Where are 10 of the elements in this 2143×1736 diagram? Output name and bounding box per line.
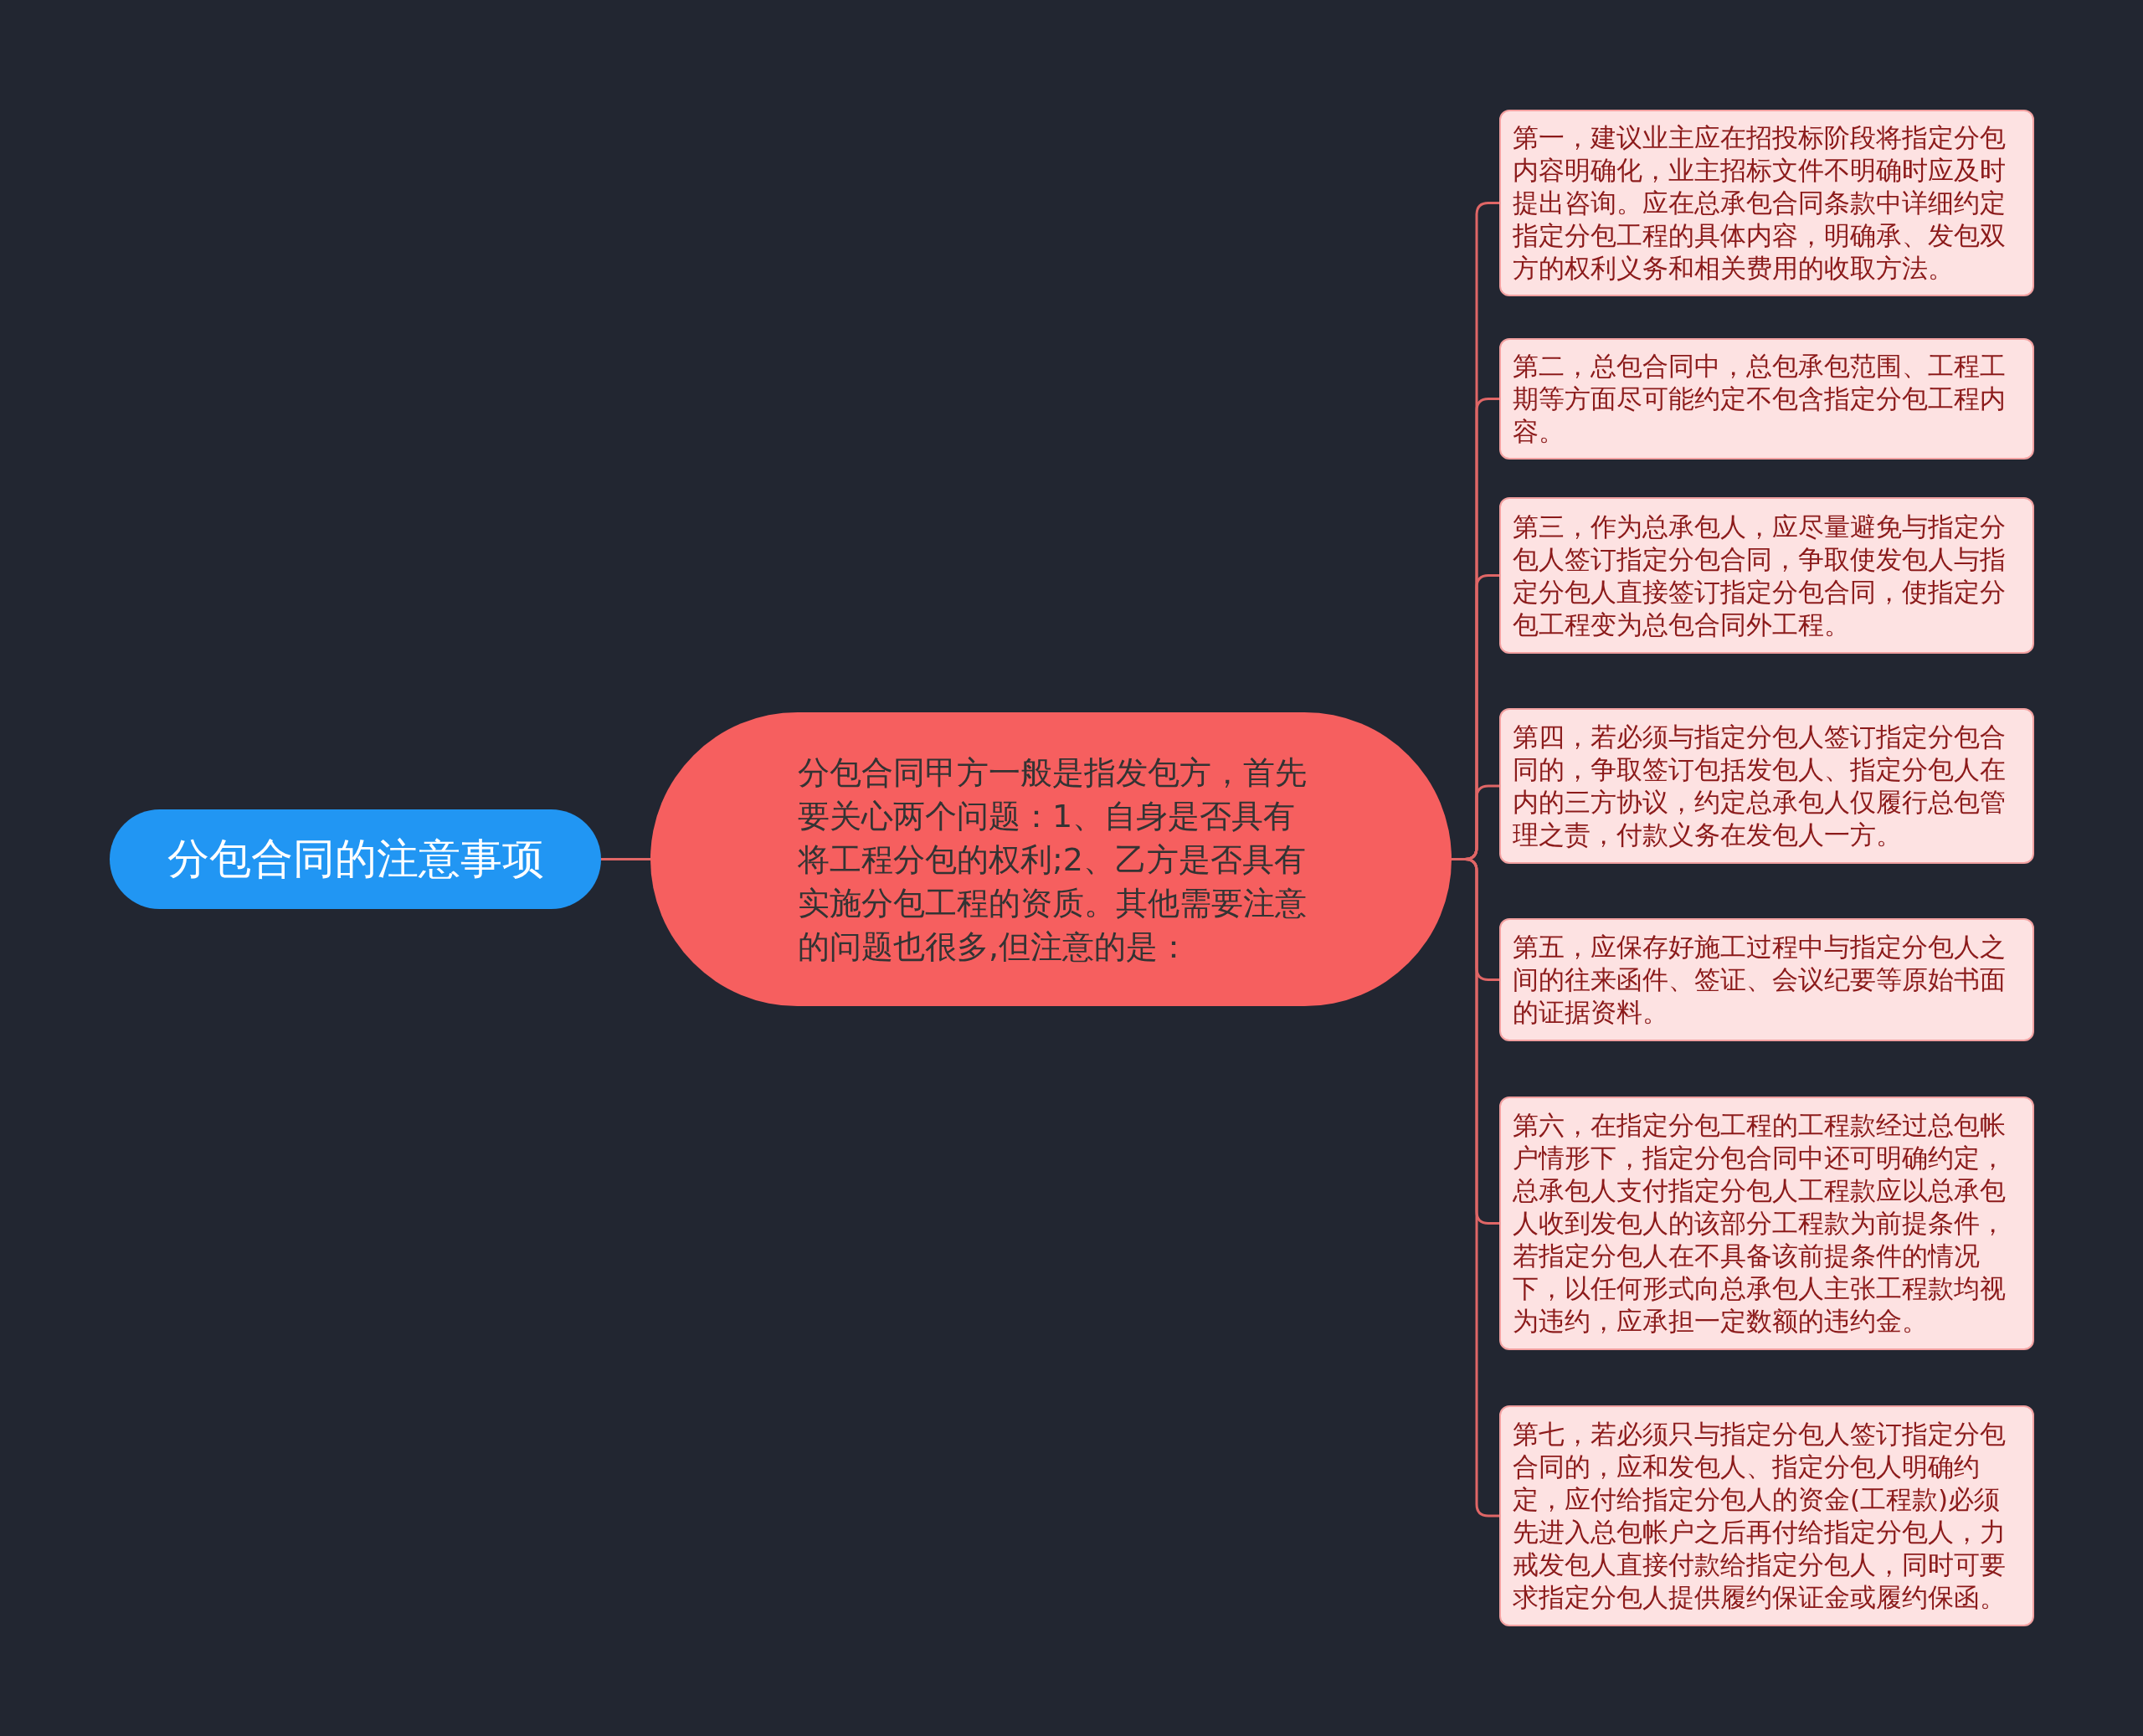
subtopic-box: 分包合同甲方一般是指发包方，首先要关心两个问题：1、自身是否具有将工程分包的权利;2、乙方是否具有实施分包工程的资质。其他需要注意的问题也很多,但注意的是： <box>650 712 1452 1006</box>
note-box: 第六，在指定分包工程的工程款经过总包帐户情形下，指定分包合同中还可明确约定，总承包人支付指定分包人工程款应以总承包人收到发包人的该部分工程款为前提条件，若指定分包人在不具备该前提条件的情况下，以任何形式向总承包人主张工程款均视为违约，应承担一定数额的违约金。 <box>1499 1097 2034 1350</box>
topic-box: 分包合同的注意事项 <box>110 809 601 909</box>
note-box: 第二，总包合同中，总包承包范围、工程工期等方面尽可能约定不包含指定分包工程内容。 <box>1499 338 2034 460</box>
connector-line <box>601 858 650 860</box>
note-box: 第四，若必须与指定分包人签订指定分包合同的，争取签订包括发包人、指定分包人在内的三方协议，约定总承包人仅履行总包管理之责，付款义务在发包人一方。 <box>1499 708 2034 864</box>
note-box: 第五，应保存好施工过程中与指定分包人之间的往来函件、签证、会议纪要等原始书面的证据资料。 <box>1499 918 2034 1041</box>
note-box: 第一，建议业主应在招投标阶段将指定分包内容明确化，业主招标文件不明确时应及时提出咨询。应在总承包合同条款中详细约定指定分包工程的具体内容，明确承、发包双方的权利义务和相关费用的收取方法。 <box>1499 110 2034 296</box>
note-box: 第三，作为总承包人，应尽量避免与指定分包人签订指定分包合同，争取使发包人与指定分包人直接签订指定分包合同，使指定分包工程变为总包合同外工程。 <box>1499 497 2034 654</box>
note-box: 第七，若必须只与指定分包人签订指定分包合同的，应和发包人、指定分包人明确约定，应付给指定分包人的资金(工程款)必须先进入总包帐户之后再付给指定分包人，力戒发包人直接付款给指定分包人，同时可要求指定分包人提供履约保证金或履约保函。 <box>1499 1405 2034 1626</box>
